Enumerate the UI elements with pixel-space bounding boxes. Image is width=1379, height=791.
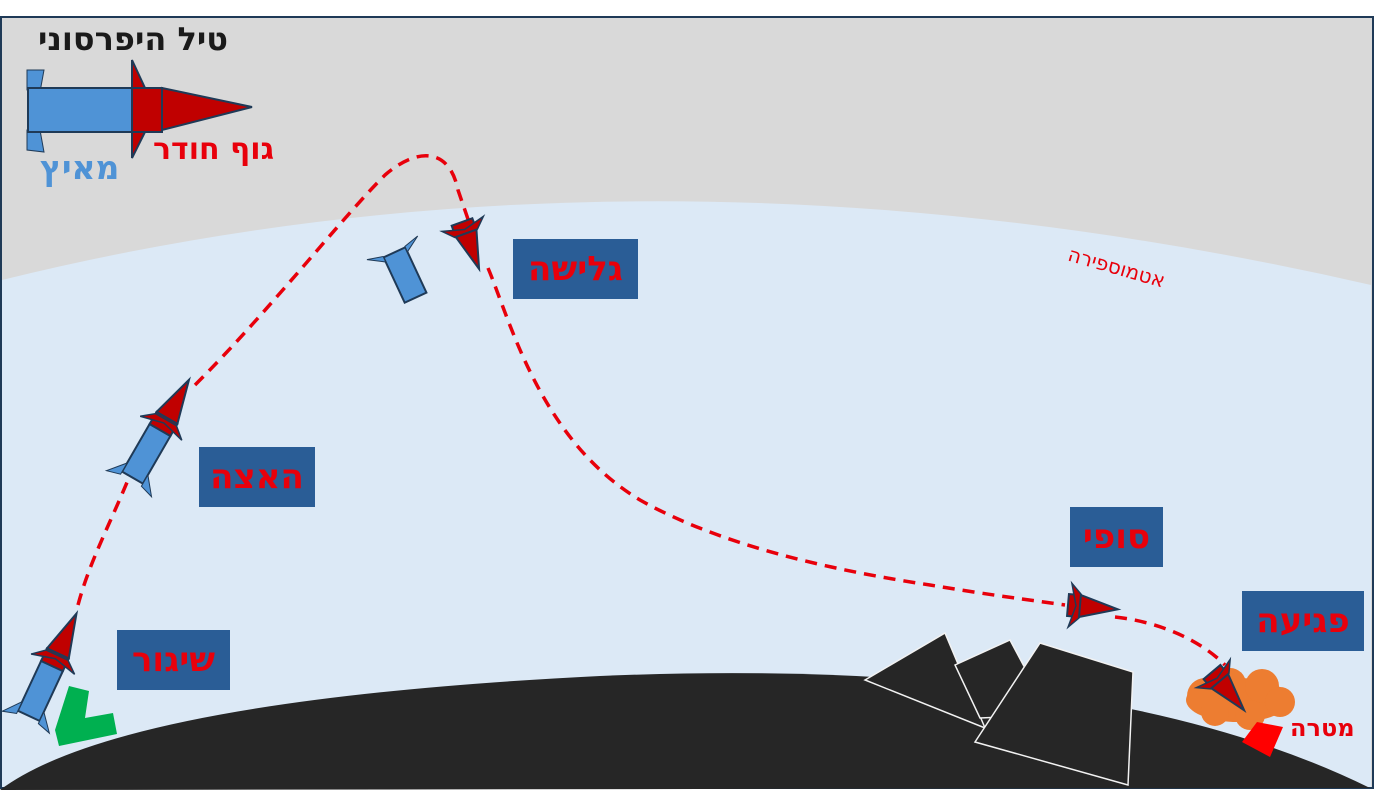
phase-glide-box: גלישה xyxy=(513,239,638,299)
separated-booster-icon xyxy=(366,235,428,305)
launcher-icon xyxy=(55,686,117,746)
atmosphere-layer xyxy=(2,201,1371,787)
warhead-label: גוף חודר xyxy=(153,132,274,167)
phase-launch-box: שיגור xyxy=(117,630,230,690)
target-label: מטרה xyxy=(1290,714,1355,742)
mountain-icon xyxy=(863,631,1134,786)
booster-label: מאיץ xyxy=(40,148,120,187)
phase-impact-box: פגיעה xyxy=(1242,591,1364,651)
trajectory-path xyxy=(76,154,1227,667)
page-title: טיל היפרסוני xyxy=(38,20,229,58)
booster-icon xyxy=(26,69,133,153)
missile-icon xyxy=(26,59,253,159)
warhead-icon xyxy=(131,59,253,159)
phase-boost-box: האצה xyxy=(199,447,315,507)
target-icon xyxy=(1242,722,1283,757)
phase-terminal-box: סופי xyxy=(1070,507,1163,567)
